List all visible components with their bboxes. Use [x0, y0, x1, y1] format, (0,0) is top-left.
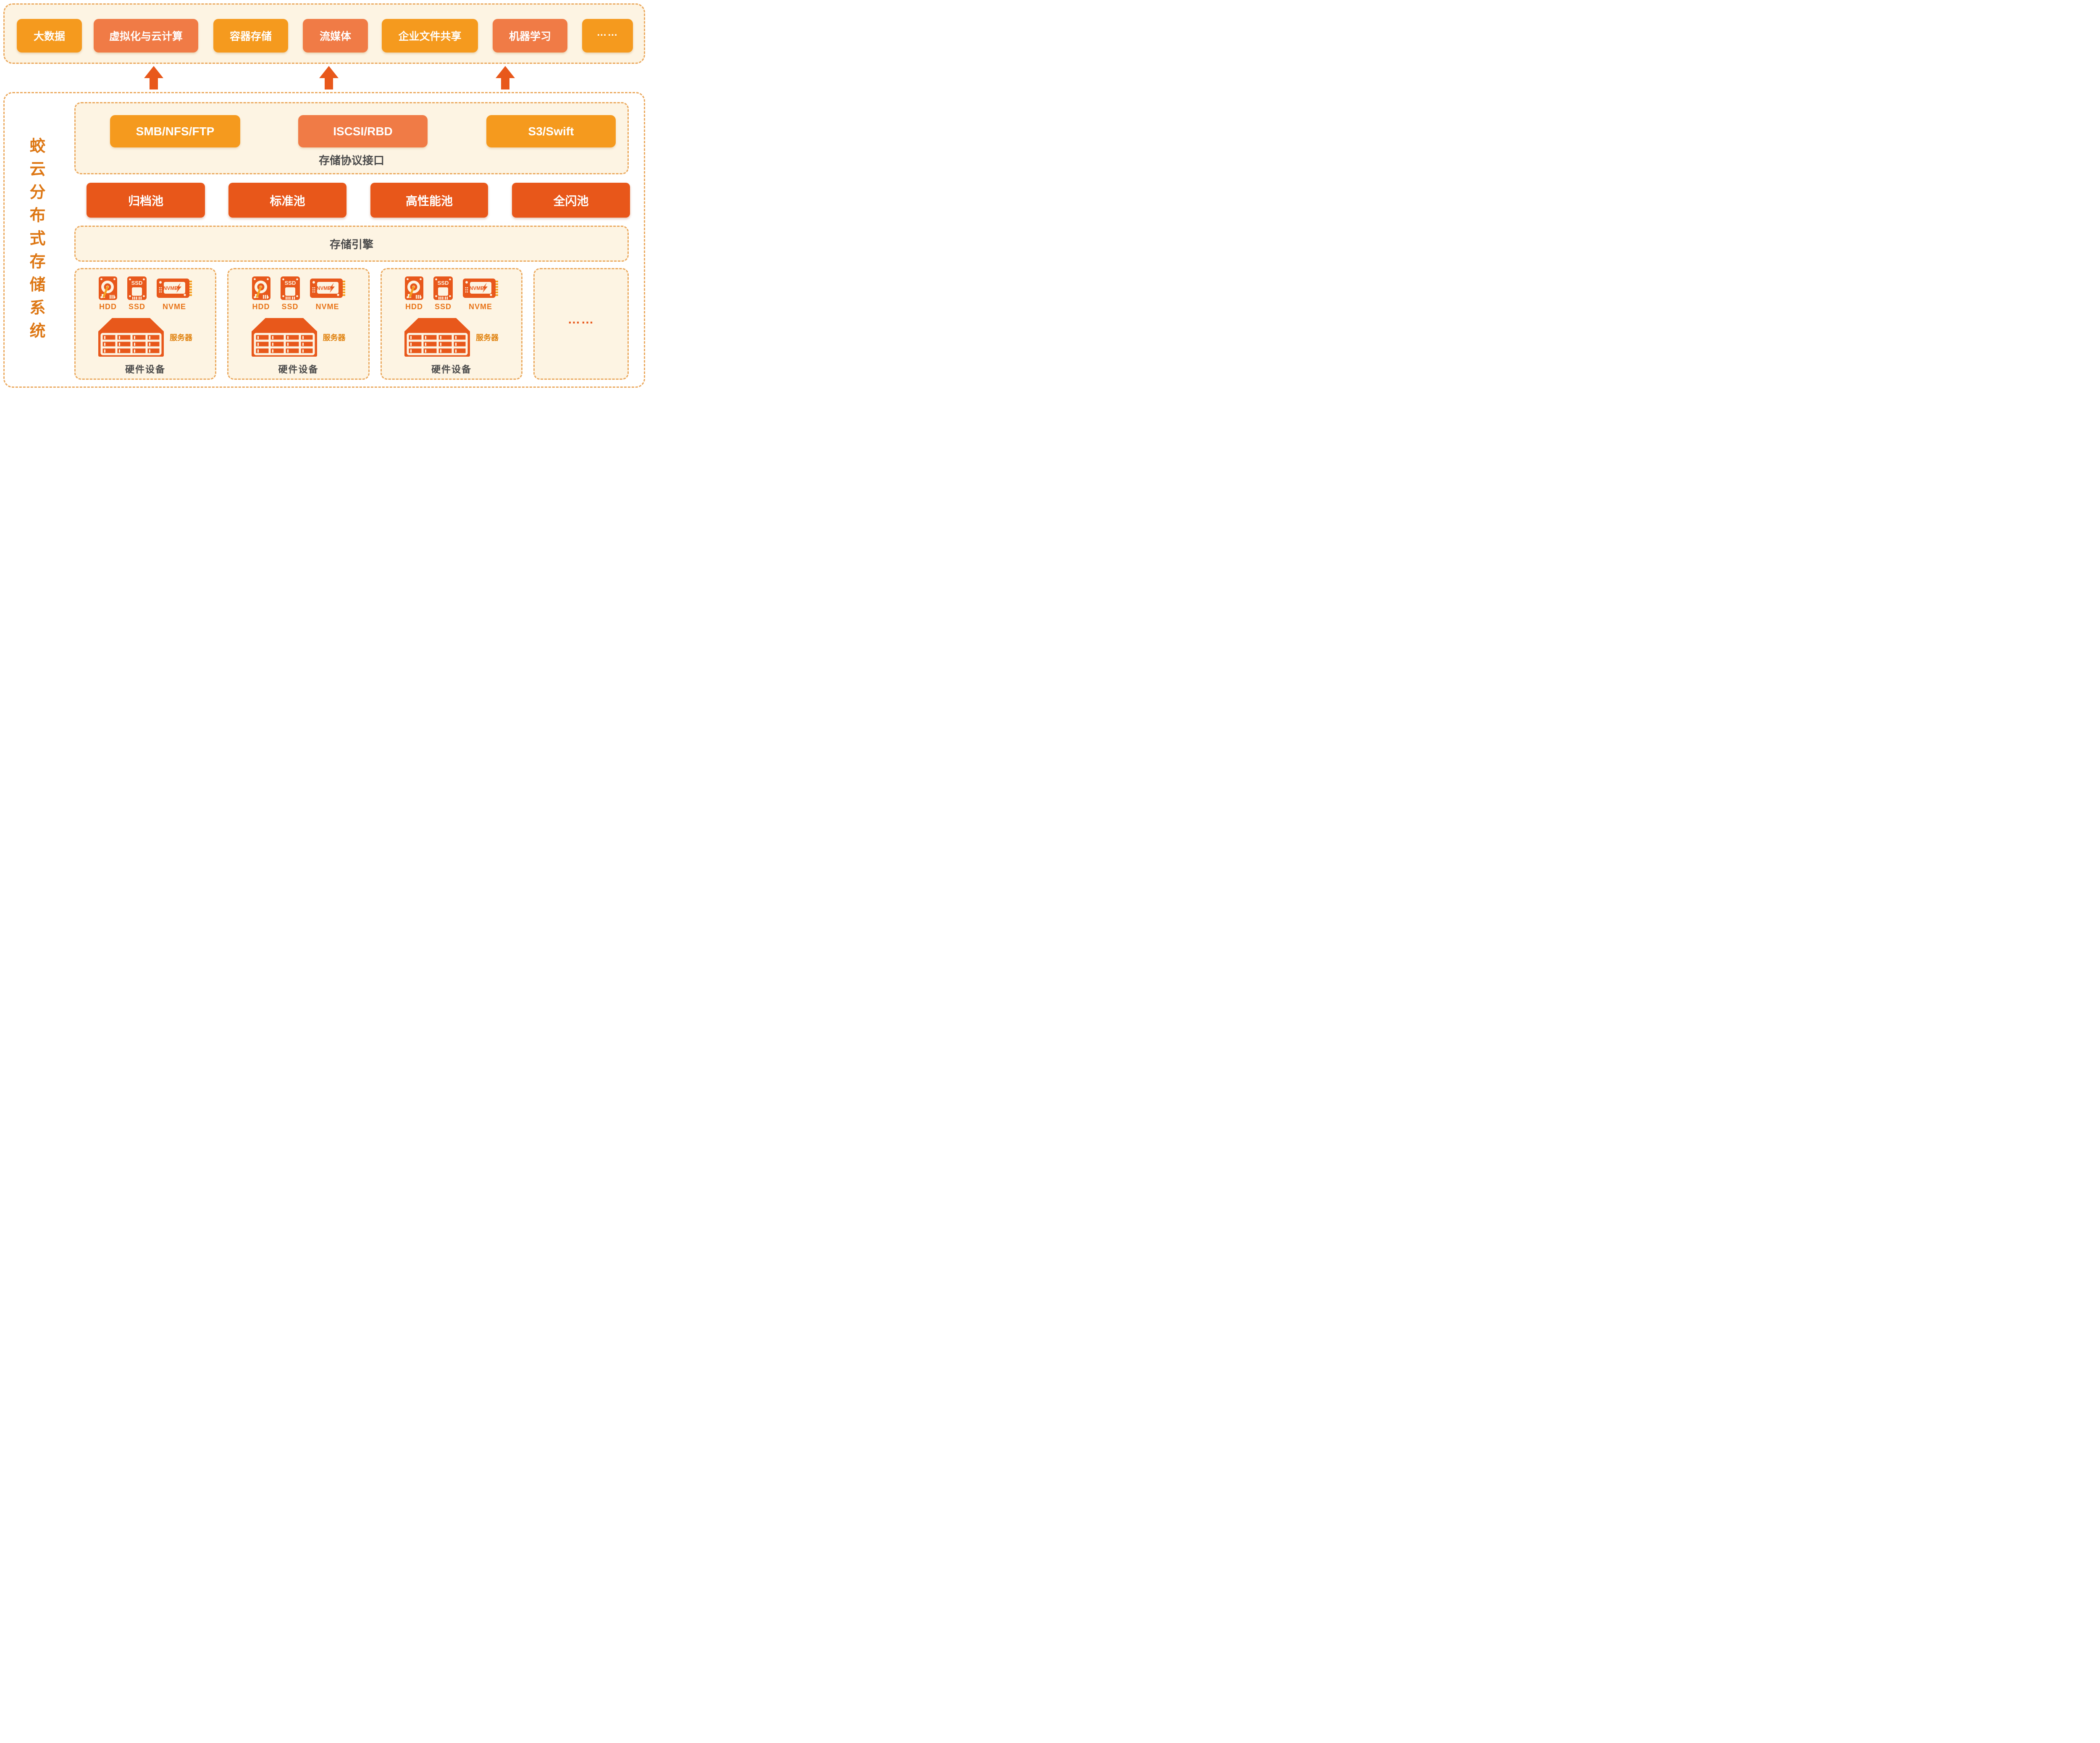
app-box-big-data: 大数据	[17, 19, 82, 53]
ssd-icon: SSD	[280, 276, 300, 300]
pool-archive: 归档池	[87, 183, 205, 218]
storage-engine-caption: 存储引擎	[329, 238, 373, 251]
svg-text:NVME: NVME	[316, 285, 331, 291]
ssd-icon: SSD	[127, 276, 147, 300]
pool-high-performance: 高性能池	[370, 183, 488, 218]
server-icon	[404, 318, 470, 357]
storage-engine-section: 存储引擎	[74, 226, 629, 262]
ellipsis-dots: ……	[596, 27, 619, 38]
app-box-virtualization-cloud: 虚拟化与云计算	[94, 19, 198, 53]
pool-standard: 标准池	[228, 183, 346, 218]
svg-text:NVME: NVME	[470, 285, 484, 291]
protocol-section: SMB/NFS/FTP ISCSI/RBD S3/Swift 存储协议接口	[74, 102, 629, 174]
app-box-ellipsis: ……	[582, 19, 633, 53]
nvme-drive: NVME NVME	[157, 276, 192, 311]
app-box-machine-learning: 机器学习	[493, 19, 567, 53]
svg-text:NVME: NVME	[163, 285, 178, 291]
protocol-s3-swift: S3/Swift	[486, 115, 616, 147]
ssd-drive: SSD SSD	[127, 276, 147, 311]
nvme-icon: NVME	[157, 279, 192, 298]
svg-text:SSD: SSD	[131, 280, 143, 286]
applications-banner: 大数据 虚拟化与云计算 容器存储 流媒体 企业文件共享 机器学习 ……	[3, 3, 645, 64]
ssd-label: SSD	[128, 302, 145, 311]
hdd-icon	[99, 276, 117, 300]
nvme-drive: NVME NVME	[310, 276, 345, 311]
nvme-label: NVME	[315, 302, 339, 311]
ssd-drive: SSD SSD	[280, 276, 300, 311]
svg-text:SSD: SSD	[284, 280, 296, 286]
hdd-drive: HDD	[405, 276, 423, 311]
hdd-icon	[405, 276, 423, 300]
app-box-streaming-media: 流媒体	[303, 19, 368, 53]
hdd-icon	[252, 276, 270, 300]
protocol-iscsi-rbd: ISCSI/RBD	[298, 115, 428, 147]
architecture-diagram: 大数据 虚拟化与云计算 容器存储 流媒体 企业文件共享 机器学习 …… 蛟云分布…	[0, 0, 649, 395]
ssd-label: SSD	[281, 302, 299, 311]
hdd-drive: HDD	[252, 276, 270, 311]
ssd-label: SSD	[434, 302, 452, 311]
server-icon	[98, 318, 164, 357]
hardware-node: HDD SSD SSD NVME NVME 服务器 硬件设备	[227, 268, 370, 380]
hdd-label: HDD	[99, 302, 117, 311]
nvme-label: NVME	[468, 302, 492, 311]
server-label: 服务器	[170, 334, 192, 342]
hdd-label: HDD	[252, 302, 270, 311]
nvme-drive: NVME NVME	[463, 276, 498, 311]
storage-system-panel: 蛟云分布式存储系统 SMB/NFS/FTP ISCSI/RBD S3/Swift…	[3, 92, 645, 388]
up-arrow-icon	[144, 66, 163, 89]
nvme-icon: NVME	[310, 279, 345, 298]
hardware-caption: 硬件设备	[278, 364, 319, 375]
hardware-caption: 硬件设备	[125, 364, 165, 375]
svg-text:SSD: SSD	[438, 280, 449, 286]
app-box-enterprise-file-sharing: 企业文件共享	[382, 19, 478, 53]
hdd-label: HDD	[405, 302, 423, 311]
ellipsis-dots: ……	[567, 313, 595, 326]
protocol-section-caption: 存储协议接口	[318, 154, 384, 167]
app-box-container-storage: 容器存储	[213, 19, 288, 53]
hardware-node-ellipsis: ……	[533, 268, 629, 380]
hdd-drive: HDD	[99, 276, 117, 311]
hardware-caption: 硬件设备	[431, 364, 472, 375]
server-icon	[252, 318, 317, 357]
pool-all-flash: 全闪池	[512, 183, 630, 218]
hardware-node: HDD SSD SSD NVME NVME 服务器 硬件设备	[74, 268, 216, 380]
protocol-smb-nfs-ftp: SMB/NFS/FTP	[110, 115, 240, 147]
ssd-drive: SSD SSD	[433, 276, 453, 311]
up-arrow-icon	[496, 66, 515, 89]
server-label: 服务器	[323, 334, 346, 342]
ssd-icon: SSD	[433, 276, 453, 300]
server-label: 服务器	[476, 334, 499, 342]
up-arrow-icon	[319, 66, 339, 89]
hardware-node: HDD SSD SSD NVME NVME 服务器 硬件设备	[381, 268, 522, 380]
nvme-icon: NVME	[463, 279, 498, 298]
system-title: 蛟云分布式存储系统	[27, 137, 45, 345]
nvme-label: NVME	[162, 302, 186, 311]
